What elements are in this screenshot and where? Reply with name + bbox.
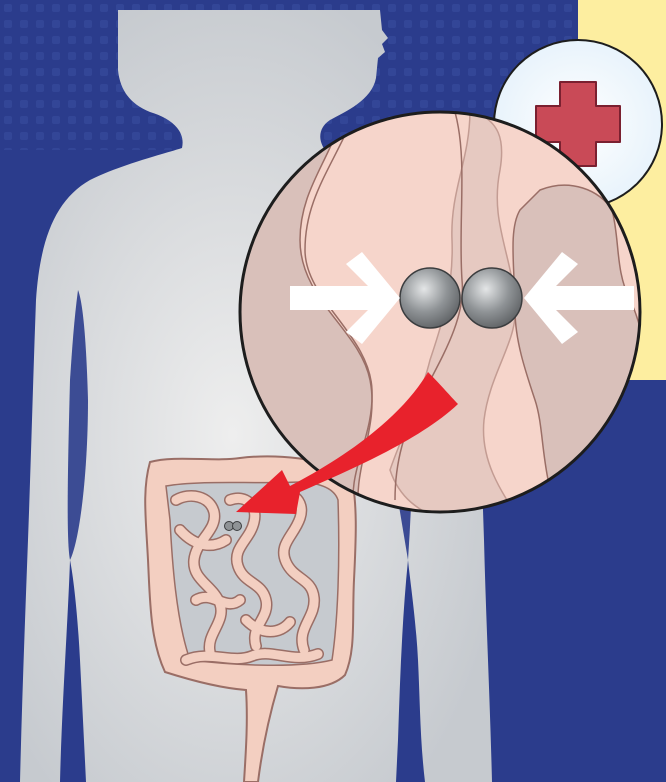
magnet-right [462, 268, 522, 328]
magnet-small-right [233, 522, 242, 531]
magnet-left [400, 268, 460, 328]
